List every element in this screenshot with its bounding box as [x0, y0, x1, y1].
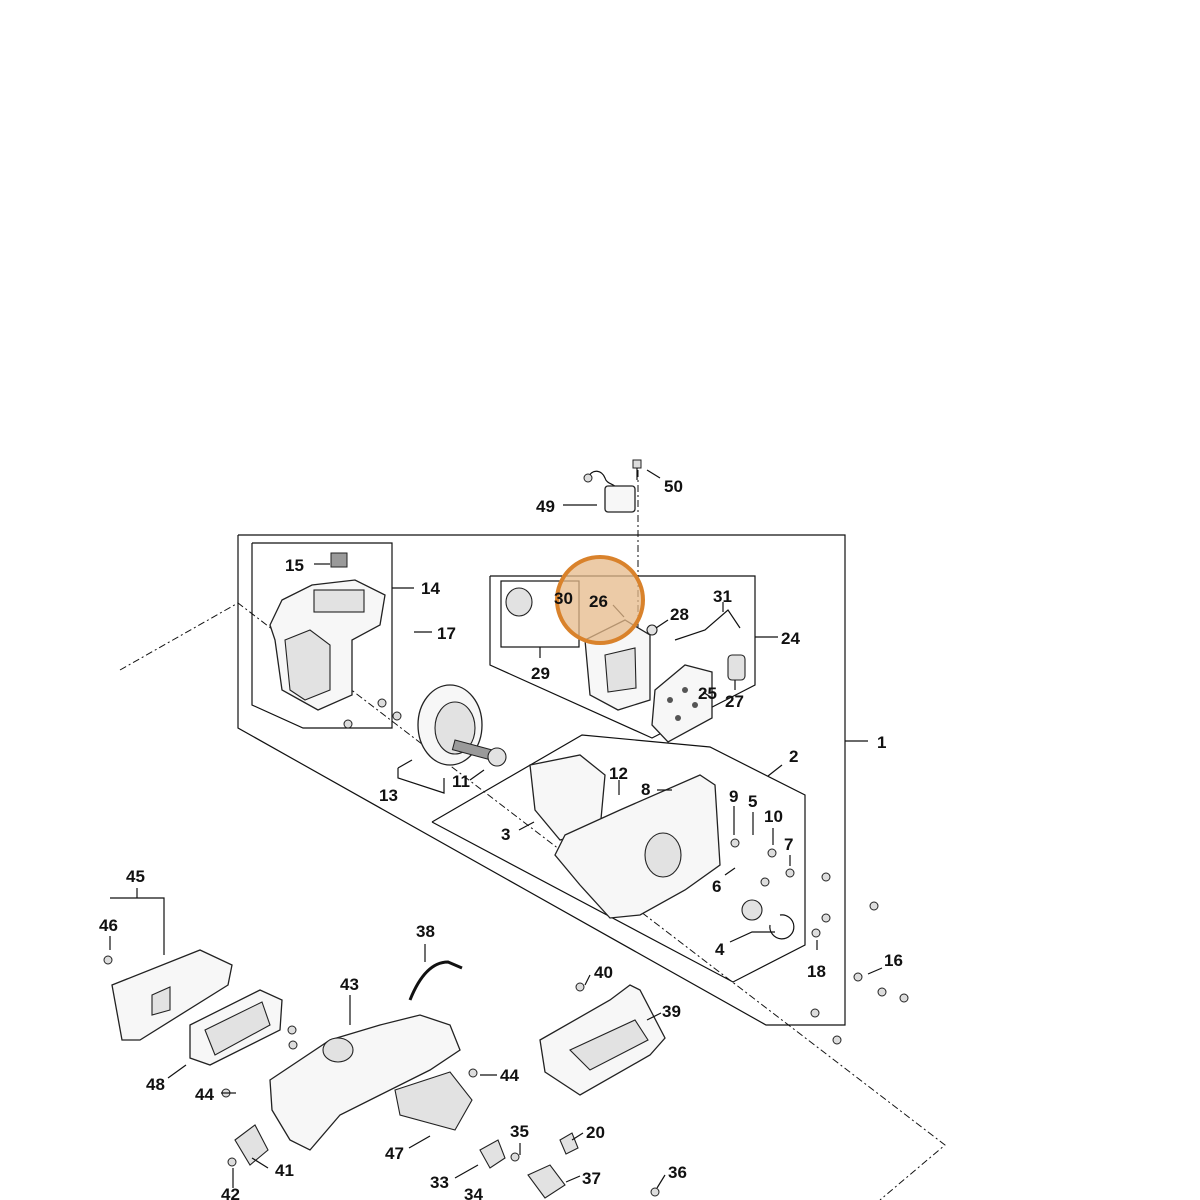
callout-39: 39 [662, 1002, 681, 1021]
fuel-hose [408, 960, 463, 1001]
callout-9: 9 [729, 787, 738, 806]
callout-4: 4 [715, 940, 725, 959]
callout-3: 3 [501, 825, 510, 844]
callout-29: 29 [531, 664, 550, 683]
screw-50 [632, 459, 642, 480]
air-filter-cover [103, 949, 233, 1041]
callout-28: 28 [670, 605, 689, 624]
leader-lines [109, 469, 883, 1189]
group-frames [119, 470, 946, 1200]
callout-38: 38 [416, 922, 435, 941]
callout-16: 16 [884, 951, 903, 970]
callout-34: 34 [464, 1185, 483, 1200]
callout-27: 27 [725, 692, 744, 711]
handle-housing [269, 1014, 473, 1151]
callout-17: 17 [437, 624, 456, 643]
highlight-circle [555, 555, 645, 645]
callout-6: 6 [712, 877, 721, 896]
callout-15: 15 [285, 556, 304, 575]
bottom-plate [539, 982, 666, 1096]
callout-10: 10 [764, 807, 783, 826]
flywheel [343, 684, 507, 767]
callout-49: 49 [536, 497, 555, 516]
callout-36: 36 [668, 1163, 687, 1182]
callout-5: 5 [748, 792, 757, 811]
callout-labels: 50 49 15 14 17 30 26 28 31 24 29 25 27 1… [99, 477, 903, 1200]
callout-43: 43 [340, 975, 359, 994]
callout-44: 44 [195, 1085, 214, 1104]
callout-8: 8 [641, 780, 650, 799]
callout-33: 33 [430, 1173, 449, 1192]
callout-48: 48 [146, 1075, 165, 1094]
ignition-coil [583, 470, 636, 513]
small-parts-bottom [221, 1025, 660, 1199]
callout-31: 31 [713, 587, 732, 606]
callout-46: 46 [99, 916, 118, 935]
callout-11: 11 [452, 772, 470, 791]
callout-12: 12 [609, 764, 628, 783]
callout-24: 24 [781, 629, 800, 648]
callout-13: 13 [379, 786, 398, 805]
callout-50: 50 [664, 477, 683, 496]
callout-1: 1 [877, 733, 886, 752]
callout-30: 30 [554, 589, 573, 608]
callout-45: 45 [126, 867, 145, 886]
fan-housing [269, 552, 386, 711]
air-filter [189, 989, 283, 1066]
callout-18: 18 [807, 962, 826, 981]
callout-37: 37 [582, 1169, 601, 1188]
crankcase [529, 754, 795, 940]
callout-35: 35 [510, 1122, 529, 1141]
callout-44: 44 [500, 1066, 519, 1085]
callout-25: 25 [698, 684, 717, 703]
callout-47: 47 [385, 1144, 404, 1163]
callout-26: 26 [589, 592, 608, 611]
callout-14: 14 [421, 579, 440, 598]
callout-7: 7 [784, 835, 793, 854]
callout-42: 42 [221, 1185, 240, 1200]
callout-41: 41 [275, 1161, 294, 1180]
screws-right [730, 838, 909, 1045]
callout-20: 20 [586, 1123, 605, 1142]
callout-40: 40 [594, 963, 613, 982]
callout-2: 2 [789, 747, 798, 766]
